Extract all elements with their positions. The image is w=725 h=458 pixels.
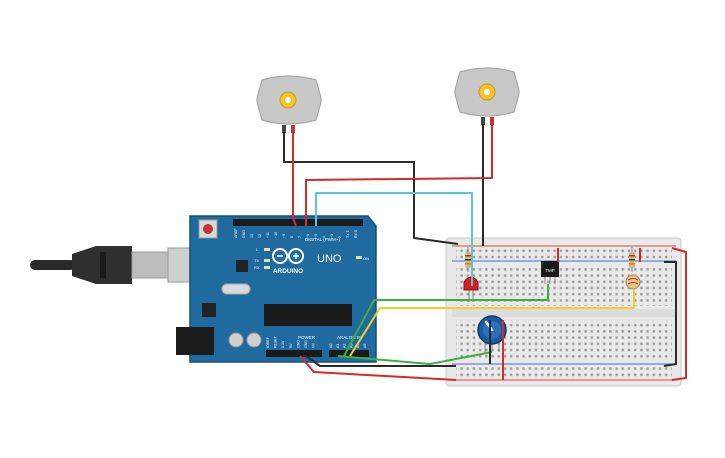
brand-label: ARDUINO xyxy=(273,268,303,275)
digital-pin-label-14: TX 1 xyxy=(346,230,350,238)
wire-green-temp xyxy=(343,284,549,357)
wire-black-rail xyxy=(663,261,677,367)
digital-pin-label-4: ~11 xyxy=(266,232,270,238)
digital-pin-label-11: 4 xyxy=(322,236,326,238)
gear-icon xyxy=(478,83,496,101)
analog-pin-label-1: A1 xyxy=(336,344,340,348)
analog-pin-label-2: A2 xyxy=(343,344,347,348)
svg-text:ON: ON xyxy=(363,256,369,261)
power-pin-label-2: 3.3V xyxy=(281,340,285,348)
digital-pin-label-3: 12 xyxy=(258,234,262,238)
resistor-led[interactable] xyxy=(465,247,471,272)
regulator xyxy=(202,303,216,317)
digital-pin-label-15: RX 0 xyxy=(354,230,358,238)
digital-pin-label-8: 7 xyxy=(298,236,302,238)
analog-pin-label-4: A4 xyxy=(356,344,360,348)
power-pin-label-0: IOREF xyxy=(266,336,270,348)
digital-pin-label-12: ~3 xyxy=(330,234,334,238)
digital-pin-label-13: 2 xyxy=(338,236,342,238)
svg-text:TX: TX xyxy=(254,258,259,263)
digital-pin-label-0: AREF xyxy=(234,228,238,238)
model-label: UNO xyxy=(317,253,342,265)
digital-pin-labels: AREF GND 13 12 ~11 ~10 ~9 8 7 ~6 ~5 4 ~3 2 TX 1 RX 0 xyxy=(234,228,358,238)
usb-cable[interactable] xyxy=(30,246,195,284)
analog-header xyxy=(329,350,369,357)
digital-pin-label-2: 13 xyxy=(250,234,254,238)
sensor-label: TMP xyxy=(545,268,555,273)
digital-pin-label-5: ~10 xyxy=(274,232,278,238)
wire-black-gnd xyxy=(305,355,456,367)
power-pin-label-1: RESET xyxy=(274,335,278,348)
wire-red-motor-left xyxy=(292,132,297,227)
svg-text:L: L xyxy=(256,247,259,252)
digital-header xyxy=(233,219,363,226)
analog-section-label: ANALOG IN xyxy=(337,335,362,340)
power-pin-label-4: GND xyxy=(296,340,300,348)
reset-button[interactable] xyxy=(198,219,218,239)
usb-chip xyxy=(236,260,248,272)
arduino-logo-icon xyxy=(272,248,304,264)
wire-black-motor-left xyxy=(283,132,459,245)
wires xyxy=(283,124,687,381)
power-pin-label-6: Vin xyxy=(312,343,316,348)
power-pin-label-3: 5V xyxy=(289,343,293,348)
photoresistor[interactable] xyxy=(625,274,641,290)
power-header xyxy=(266,350,322,357)
analog-pin-label-5: A5 xyxy=(363,344,367,348)
analog-pin-label-3: A3 xyxy=(349,344,353,348)
power-jack xyxy=(176,327,214,355)
atmega-chip xyxy=(264,304,352,326)
power-section-label: POWER xyxy=(298,335,316,340)
temperature-sensor[interactable]: TMP xyxy=(541,261,559,284)
digital-pin-label-7: 8 xyxy=(290,236,294,238)
potentiometer[interactable] xyxy=(477,315,507,352)
svg-text:RX: RX xyxy=(254,265,260,270)
dc-motor-right[interactable] xyxy=(454,67,520,125)
digital-pin-label-6: ~9 xyxy=(282,234,286,238)
resistor-photo[interactable] xyxy=(629,247,635,272)
onboard-leds: L TX RX ON xyxy=(254,247,369,270)
wire-red-5v xyxy=(299,355,457,381)
wire-red-rail xyxy=(671,247,687,381)
wire-red-motor-right xyxy=(305,124,493,226)
wire-cyan-led xyxy=(315,192,473,286)
digital-section-label: DIGITAL (PWM~) xyxy=(305,237,340,242)
digital-pin-label-1: GND xyxy=(242,230,246,238)
capacitor xyxy=(228,332,244,348)
crystal xyxy=(221,283,251,295)
gear-icon xyxy=(279,91,297,109)
arduino-uno-board[interactable]: ARDUINO UNO DIGITAL (PWM~) ANALOG IN POW… xyxy=(176,215,377,363)
dc-motor-left[interactable] xyxy=(256,75,322,133)
wire-yellow-photo xyxy=(349,290,635,357)
analog-pin-label-0: A0 xyxy=(329,344,333,348)
capacitor xyxy=(246,332,262,348)
digital-pin-label-10: ~5 xyxy=(314,234,318,238)
digital-pin-label-9: ~6 xyxy=(306,234,310,238)
power-pin-label-5: GND xyxy=(304,340,308,348)
breadboard[interactable] xyxy=(445,237,682,387)
wire-green-pot xyxy=(337,351,493,365)
